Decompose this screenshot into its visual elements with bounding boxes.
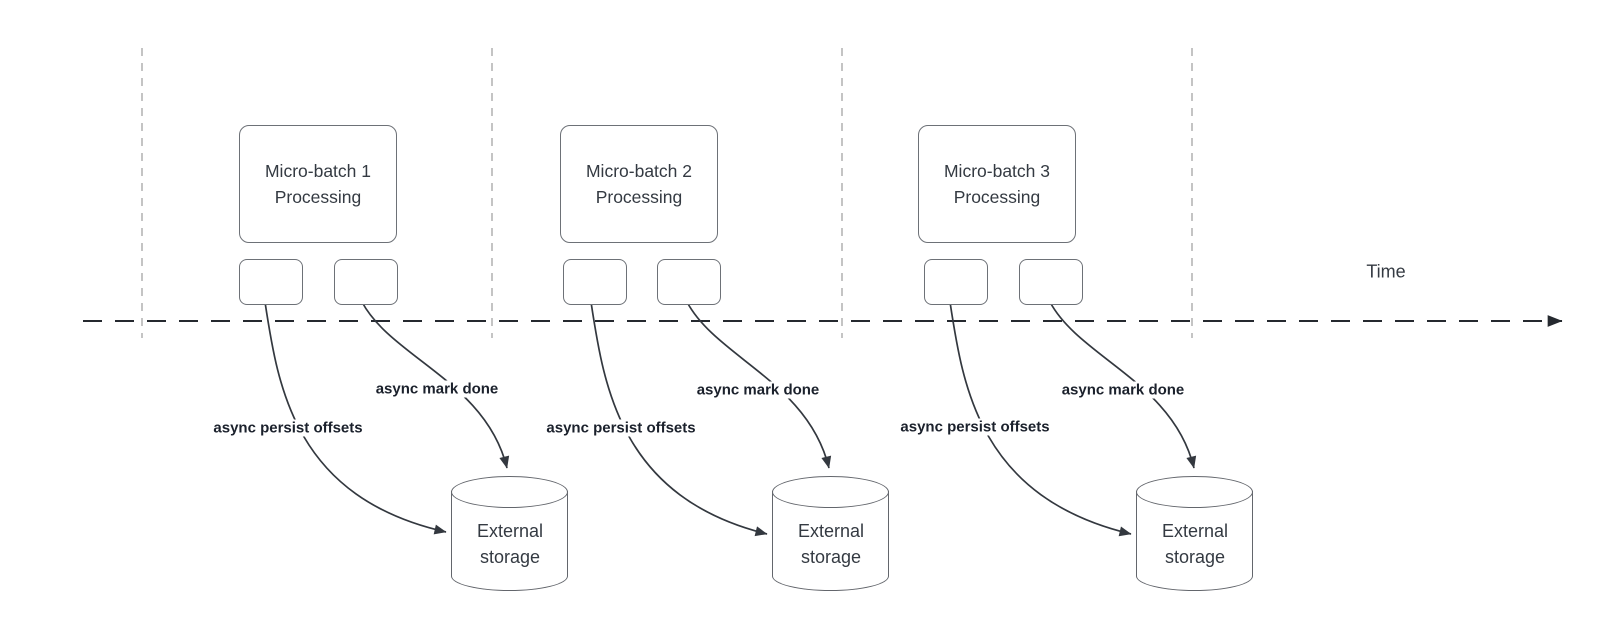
batch1-external-storage-cylinder: External storage — [451, 476, 569, 592]
micro-batch-1-processing-box: Micro-batch 1 Processing — [239, 125, 397, 243]
micro-batch-2-processing-box: Micro-batch 2 Processing — [560, 125, 718, 243]
batch2-external-storage-cylinder: External storage — [772, 476, 890, 592]
batch2-mark-done-arrow — [686, 301, 832, 469]
batch3-done-task-box — [1019, 259, 1083, 305]
micro-batch-1-title: Micro-batch 1 Processing — [264, 161, 371, 207]
cylinder-top-ellipse — [772, 476, 889, 508]
batch1-persist-offsets-arrow — [264, 301, 447, 535]
batch2-done-task-box — [657, 259, 721, 305]
batch1-external-storage-label: External storage — [476, 521, 544, 567]
batch3-external-storage-label: External storage — [1161, 521, 1229, 567]
cylinder-top-ellipse — [451, 476, 568, 508]
batch3-persist-offsets-label: async persist offsets — [897, 418, 1053, 436]
cylinder-top-ellipse — [1136, 476, 1253, 508]
batch2-persist-offsets-arrow — [590, 301, 768, 537]
time-axis-label: Time — [1366, 261, 1406, 282]
batch2-external-storage-label: External storage — [797, 521, 865, 567]
batch2-persist-offsets-label: async persist offsets — [543, 419, 699, 437]
batch3-external-storage-cylinder: External storage — [1136, 476, 1254, 592]
cylinder-body — [451, 491, 568, 591]
micro-batch-2-title: Micro-batch 2 Processing — [585, 161, 692, 207]
batch2-mark-done-label: async mark done — [693, 381, 823, 399]
batch1-mark-done-arrow — [361, 301, 510, 469]
batch3-persist-offsets-arrow — [949, 301, 1132, 537]
batch1-mark-done-label: async mark done — [372, 380, 502, 398]
batch1-offset-task-box — [239, 259, 303, 305]
micro-batch-3-title: Micro-batch 3 Processing — [943, 161, 1050, 207]
batch3-offset-task-box — [924, 259, 988, 305]
batch1-persist-offsets-label: async persist offsets — [210, 419, 366, 437]
batch3-mark-done-arrow — [1049, 301, 1197, 469]
micro-batch-3-processing-box: Micro-batch 3 Processing — [918, 125, 1076, 243]
batch1-done-task-box — [334, 259, 398, 305]
batch3-mark-done-label: async mark done — [1058, 381, 1188, 399]
batch2-offset-task-box — [563, 259, 627, 305]
